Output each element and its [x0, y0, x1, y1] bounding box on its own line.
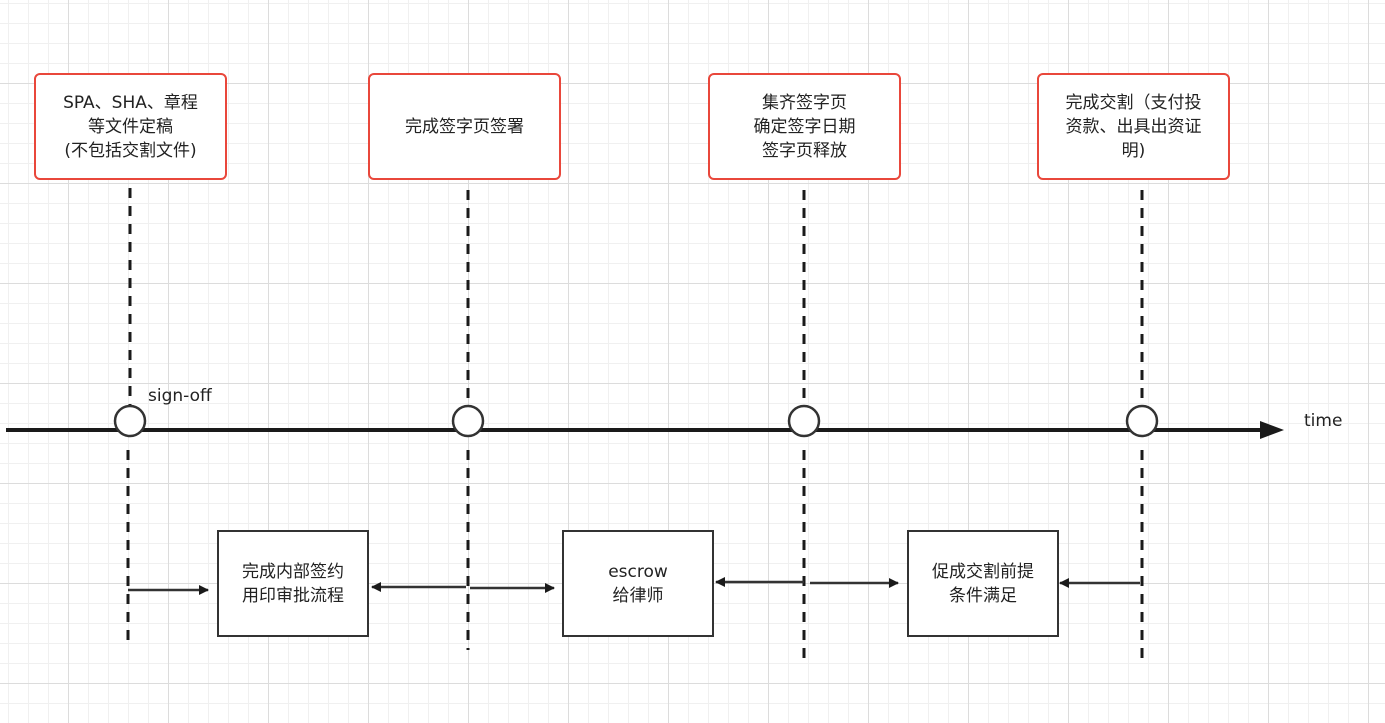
milestone-node-2 [451, 404, 485, 438]
milestone-box-1: SPA、SHA、章程 等文件定稿 (不包括交割文件) [34, 73, 227, 180]
time-axis-arrowhead [1260, 421, 1284, 439]
step-box-2: escrow 给律师 [562, 530, 714, 637]
milestone-node-4 [1125, 404, 1159, 438]
step-box-3: 促成交割前提 条件满足 [907, 530, 1059, 637]
milestone-node-1 [113, 404, 147, 438]
step-box-1: 完成内部签约 用印审批流程 [217, 530, 369, 637]
milestone-box-4: 完成交割（支付投 资款、出具出资证 明) [1037, 73, 1230, 180]
milestone-node-3 [787, 404, 821, 438]
sign-off-label: sign-off [148, 386, 212, 406]
milestone-box-3: 集齐签字页 确定签字日期 签字页释放 [708, 73, 901, 180]
time-axis-label: time [1304, 411, 1343, 431]
milestone-box-2: 完成签字页签署 [368, 73, 561, 180]
